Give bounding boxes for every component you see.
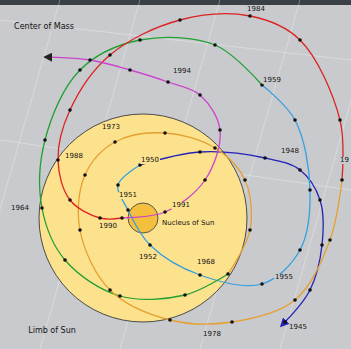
year-dot bbox=[213, 146, 217, 150]
year-dot bbox=[138, 163, 142, 167]
year-label: 1948 bbox=[280, 148, 300, 155]
year-dot bbox=[248, 228, 252, 232]
year-dot bbox=[43, 138, 47, 142]
year-dot bbox=[163, 210, 167, 214]
year-label: 1952 bbox=[138, 254, 158, 261]
year-dot bbox=[260, 83, 264, 87]
year-label: 1978 bbox=[202, 331, 222, 338]
orbit-1945-1950 bbox=[140, 152, 323, 322]
year-dot bbox=[213, 43, 217, 47]
year-label: 1945 bbox=[288, 324, 308, 331]
year-dot bbox=[283, 320, 287, 324]
year-dot bbox=[126, 208, 130, 212]
year-dot bbox=[318, 198, 322, 202]
year-label: 19 bbox=[339, 157, 350, 164]
year-label: 1990 bbox=[98, 223, 118, 230]
year-label: 1964 bbox=[10, 205, 30, 212]
year-dot bbox=[116, 183, 120, 187]
year-dot bbox=[98, 216, 102, 220]
year-dot bbox=[68, 198, 72, 202]
nucleus-label: Nucleus of Sun bbox=[161, 220, 215, 227]
year-dot bbox=[183, 293, 187, 297]
year-dot bbox=[226, 272, 230, 276]
year-dot bbox=[88, 58, 92, 62]
year-dot bbox=[298, 248, 302, 252]
year-dot bbox=[198, 150, 202, 154]
year-dot bbox=[243, 178, 247, 182]
year-dot bbox=[198, 273, 202, 277]
year-dot bbox=[163, 131, 167, 135]
year-dot bbox=[328, 238, 332, 242]
year-dot bbox=[68, 108, 72, 112]
year-dot bbox=[113, 140, 117, 144]
year-dot bbox=[138, 38, 142, 42]
year-dot bbox=[78, 228, 82, 232]
year-dot bbox=[338, 118, 342, 122]
year-dot bbox=[118, 294, 122, 298]
year-dot bbox=[320, 243, 324, 247]
year-dot bbox=[128, 68, 132, 72]
year-dot bbox=[293, 118, 297, 122]
limb-label: Limb of Sun bbox=[27, 327, 77, 335]
year-dot bbox=[83, 173, 87, 177]
year-dot bbox=[263, 156, 267, 160]
orbit-1959-1968 bbox=[40, 37, 262, 299]
orbit-1990-1995 bbox=[45, 57, 220, 218]
year-label: 1973 bbox=[101, 124, 121, 131]
orbit-1968-1980 bbox=[78, 133, 342, 324]
year-dot bbox=[78, 68, 82, 72]
year-dot bbox=[293, 298, 297, 302]
year-label: 1951 bbox=[118, 192, 138, 199]
year-dot bbox=[248, 14, 252, 18]
orbit-1980-1990 bbox=[58, 14, 343, 219]
year-dot bbox=[178, 18, 182, 22]
year-dot bbox=[40, 206, 44, 210]
year-dot bbox=[230, 320, 234, 324]
year-dot bbox=[56, 158, 60, 162]
year-dot bbox=[108, 288, 112, 292]
year-dot bbox=[63, 258, 67, 262]
year-dot bbox=[340, 178, 344, 182]
year-label: 1988 bbox=[64, 153, 84, 160]
sun-limb bbox=[39, 114, 247, 322]
year-dot bbox=[120, 216, 124, 220]
year-dot bbox=[203, 178, 207, 182]
top-frame bbox=[0, 0, 351, 5]
orbit-1950-1959 bbox=[118, 85, 310, 286]
year-label: 1991 bbox=[171, 202, 191, 209]
year-label: 1994 bbox=[172, 68, 192, 75]
year-dot bbox=[218, 128, 222, 132]
year-dot bbox=[166, 80, 170, 84]
year-label: 1984 bbox=[246, 6, 266, 13]
year-label: 1950 bbox=[140, 157, 160, 164]
year-dot bbox=[308, 188, 312, 192]
year-label: 1968 bbox=[196, 259, 216, 266]
year-dot bbox=[168, 318, 172, 322]
year-dot bbox=[298, 168, 302, 172]
center-of-mass-label: Center of Mass bbox=[13, 23, 75, 31]
year-dot bbox=[308, 288, 312, 292]
year-dot bbox=[108, 53, 112, 57]
year-dot bbox=[260, 282, 264, 286]
year-label: 1959 bbox=[262, 77, 282, 84]
year-dot bbox=[198, 93, 202, 97]
year-dot bbox=[298, 38, 302, 42]
year-label: 1955 bbox=[274, 274, 294, 281]
year-dot bbox=[148, 243, 152, 247]
